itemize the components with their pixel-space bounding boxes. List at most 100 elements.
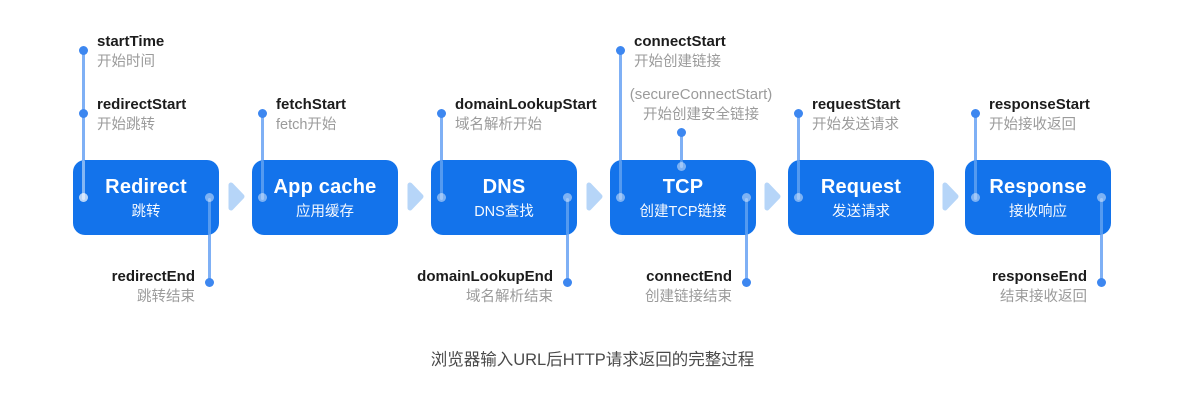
marker-responseStart-label-en: responseStart xyxy=(989,96,1090,113)
arrow-right-icon xyxy=(763,181,783,218)
marker-requestStart-stub xyxy=(796,160,800,200)
marker-requestStart-dot xyxy=(793,108,803,118)
marker-redirectStart-label-en: redirectStart xyxy=(97,96,187,113)
marker-domainLookupEnd-label-en: domainLookupEnd xyxy=(417,268,553,285)
stage-subtitle: 应用缓存 xyxy=(296,203,354,220)
marker-fetchStart-stub xyxy=(260,160,264,200)
marker-secureConnectStart-label: (secureConnectStart) 开始创建安全链接 xyxy=(601,84,801,126)
marker-domainLookupStart-label-zh: 域名解析开始 xyxy=(455,117,542,133)
marker-connectEnd-label-zh: 创建链接结束 xyxy=(645,289,732,305)
marker-responseEnd-dot xyxy=(1096,277,1106,287)
marker-secureConnectStart-label-en: (secureConnectStart) xyxy=(629,86,773,103)
caption: 浏览器输入URL后HTTP请求返回的完整过程 xyxy=(430,351,755,369)
stage-title: App cache xyxy=(273,175,377,198)
marker-startTime-label: startTime 开始时间 xyxy=(97,31,164,73)
marker-connectStart-label-en: connectStart xyxy=(634,33,726,50)
marker-responseEnd-label: responseEnd 结束接收返回 xyxy=(992,266,1087,308)
stage-box-response: Response 接收响应 xyxy=(965,160,1111,235)
stage-box-dns: DNS DNS查找 xyxy=(431,160,577,235)
stage-subtitle: 创建TCP链接 xyxy=(639,203,727,220)
marker-startTime-dot xyxy=(78,45,88,55)
marker-connectEnd-line xyxy=(744,197,748,282)
marker-requestStart-line xyxy=(796,113,800,198)
stage-subtitle: 跳转 xyxy=(131,203,161,220)
stage-subtitle: DNS查找 xyxy=(474,203,534,220)
marker-redirectEnd-stub xyxy=(207,197,211,235)
marker-redirectStart-stub xyxy=(81,160,85,200)
marker-redirectEnd-line xyxy=(207,197,211,282)
marker-secureConnectStart-stub xyxy=(679,160,683,168)
marker-fetchStart-label-en: fetchStart xyxy=(276,96,347,113)
marker-domainLookupEnd-dot xyxy=(562,277,572,287)
marker-startTime-box-dot xyxy=(78,193,88,202)
arrow-right-icon xyxy=(406,181,426,218)
marker-connectStart-dot xyxy=(615,45,625,55)
stage-box-request: Request 发送请求 xyxy=(788,160,934,235)
marker-fetchStart-label: fetchStart fetch开始 xyxy=(276,94,346,136)
stage-title: Redirect xyxy=(105,175,187,198)
marker-responseEnd-label-en: responseEnd xyxy=(991,268,1087,285)
marker-domainLookupEnd-label: domainLookupEnd 域名解析结束 xyxy=(417,266,553,308)
stage-box-app-cache: App cache 应用缓存 xyxy=(252,160,398,235)
marker-connectEnd-label: connectEnd 创建链接结束 xyxy=(645,266,732,308)
stage-box-tcp: TCP 创建TCP链接 xyxy=(610,160,756,235)
stage-title: TCP xyxy=(662,175,704,198)
stage-box-redirect: Redirect 跳转 xyxy=(73,160,219,235)
marker-redirectEnd-dot xyxy=(204,277,214,287)
marker-redirectEnd-label-en: redirectEnd xyxy=(111,268,195,285)
arrow-right-icon xyxy=(941,181,961,218)
marker-secureConnectStart-label-zh: 开始创建安全链接 xyxy=(643,107,759,123)
marker-connectStart-line xyxy=(618,50,622,198)
marker-responseStart-label: responseStart 开始接收返回 xyxy=(989,94,1090,136)
marker-secureConnectStart-dot xyxy=(676,127,686,137)
marker-connectEnd-stub xyxy=(744,197,748,235)
marker-redirectStart-label-zh: 开始跳转 xyxy=(97,117,155,133)
marker-domainLookupStart-stub xyxy=(439,160,443,200)
marker-domainLookupEnd-line xyxy=(565,197,569,282)
marker-redirectEnd-label-zh: 跳转结束 xyxy=(137,289,195,305)
marker-domainLookupEnd-stub xyxy=(565,197,569,235)
marker-redirectEnd-label: redirectEnd 跳转结束 xyxy=(112,266,195,308)
marker-redirectStart-dot xyxy=(78,108,88,118)
marker-secureConnectStart-line xyxy=(679,132,683,164)
marker-startTime-stub xyxy=(81,160,85,200)
marker-connectStart-label: connectStart 开始创建链接 xyxy=(634,31,726,73)
marker-responseStart-box-dot xyxy=(970,193,980,202)
marker-responseEnd-line xyxy=(1099,197,1103,282)
marker-startTime-label-en: startTime xyxy=(97,33,165,50)
arrow-right-icon xyxy=(227,181,247,218)
marker-redirectStart-box-dot xyxy=(78,193,88,202)
marker-connectEnd-label-en: connectEnd xyxy=(646,268,732,285)
marker-connectStart-label-zh: 开始创建链接 xyxy=(634,54,721,70)
marker-requestStart-box-dot xyxy=(793,193,803,202)
marker-responseEnd-label-zh: 结束接收返回 xyxy=(1000,289,1087,305)
marker-fetchStart-line xyxy=(260,113,264,198)
marker-responseStart-line xyxy=(973,113,977,198)
marker-domainLookupStart-line xyxy=(439,113,443,198)
marker-domainLookupStart-label-en: domainLookupStart xyxy=(455,96,597,113)
marker-connectStart-box-dot xyxy=(615,193,625,202)
marker-responseStart-dot xyxy=(970,108,980,118)
stage-subtitle: 发送请求 xyxy=(832,203,890,220)
marker-requestStart-label: requestStart 开始发送请求 xyxy=(812,94,900,136)
marker-redirectStart-line xyxy=(81,113,85,198)
marker-responseEnd-stub xyxy=(1099,197,1103,235)
marker-responseStart-stub xyxy=(973,160,977,200)
marker-fetchStart-label-zh: fetch开始 xyxy=(276,117,337,133)
stage-title: Response xyxy=(989,175,1087,198)
marker-startTime-label-zh: 开始时间 xyxy=(97,54,155,70)
stage-subtitle: 接收响应 xyxy=(1009,203,1067,220)
marker-secureConnectStart-box-dot xyxy=(676,162,686,171)
marker-domainLookupStart-label: domainLookupStart 域名解析开始 xyxy=(455,94,597,136)
stage-title: DNS xyxy=(482,175,526,198)
marker-responseStart-label-zh: 开始接收返回 xyxy=(989,117,1076,133)
marker-requestStart-label-zh: 开始发送请求 xyxy=(812,117,899,133)
marker-requestStart-label-en: requestStart xyxy=(812,96,901,113)
marker-domainLookupEnd-label-zh: 域名解析结束 xyxy=(466,289,553,305)
marker-fetchStart-box-dot xyxy=(257,193,267,202)
marker-fetchStart-dot xyxy=(257,108,267,118)
marker-domainLookupEnd-box-dot xyxy=(562,193,572,202)
marker-redirectEnd-box-dot xyxy=(204,193,214,202)
marker-domainLookupStart-box-dot xyxy=(436,193,446,202)
stage-title: Request xyxy=(820,175,902,198)
